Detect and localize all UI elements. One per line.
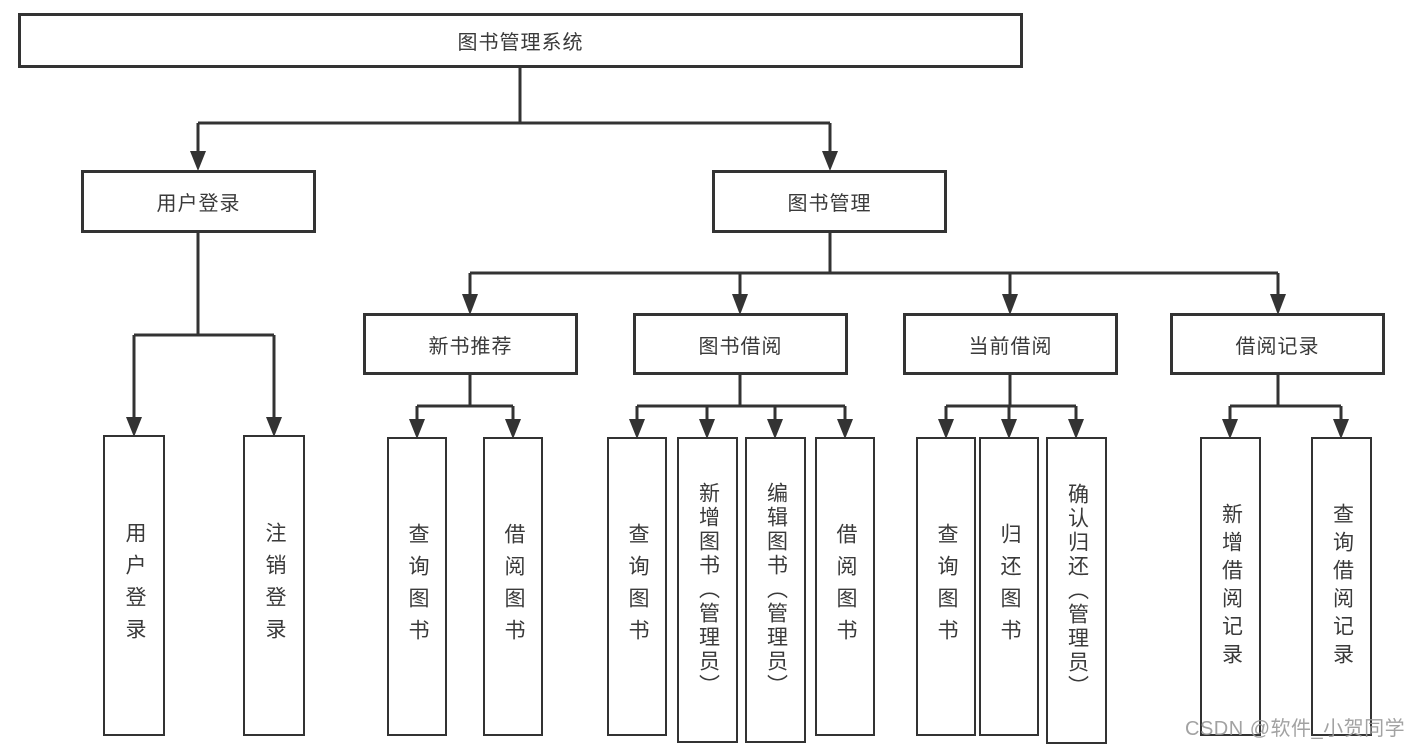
leaf-query-books-borrowing: 查询图书 (607, 437, 667, 736)
leaf-query-books-recommend: 查询图书 (387, 437, 447, 736)
leaf-return-books: 归还图书 (979, 437, 1039, 736)
leaf-add-borrow-record: 新增借阅记录 (1200, 437, 1261, 736)
leaf-user-login: 用户登录 (103, 435, 165, 736)
leaf-borrow-books-recommend: 借阅图书 (483, 437, 543, 736)
leaf-confirm-return-admin: 确认归还（管理员） (1046, 437, 1107, 744)
csdn-watermark: CSDN @软件_小贺同学 (1185, 718, 1405, 740)
leaf-add-book-admin: 新增图书（管理员） (677, 437, 738, 743)
node-borrowing-records: 借阅记录 (1170, 313, 1385, 375)
node-new-book-recommend: 新书推荐 (363, 313, 578, 375)
leaf-logout: 注销登录 (243, 435, 305, 736)
node-book-borrowing: 图书借阅 (633, 313, 848, 375)
leaf-borrow-books-borrowing: 借阅图书 (815, 437, 875, 736)
leaf-query-books-current: 查询图书 (916, 437, 976, 736)
arrowhead-icons (126, 151, 1349, 439)
leaf-query-borrow-record: 查询借阅记录 (1311, 437, 1372, 736)
node-user-login: 用户登录 (81, 170, 316, 233)
node-book-management: 图书管理 (712, 170, 947, 233)
leaf-edit-book-admin: 编辑图书（管理员） (745, 437, 806, 743)
node-library-system: 图书管理系统 (18, 13, 1023, 68)
node-current-borrowing: 当前借阅 (903, 313, 1118, 375)
